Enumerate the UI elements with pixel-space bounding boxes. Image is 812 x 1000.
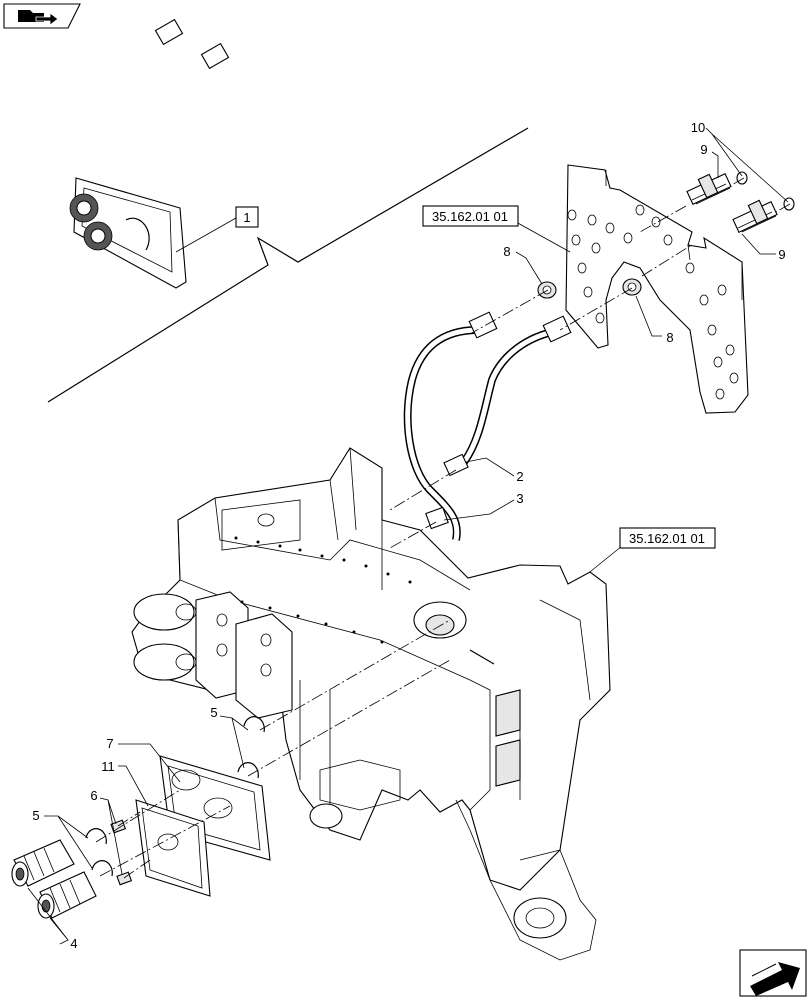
adapter-9-upper <box>686 173 732 205</box>
callout-7: 7 <box>106 736 113 751</box>
reference-box-lower-label: 35.162.01 01 <box>629 531 705 546</box>
callout-8-left: 8 <box>503 244 510 259</box>
callout-4: 4 <box>70 936 77 951</box>
inset-callout-label: 1 <box>243 210 250 225</box>
nut-8-right <box>622 278 642 296</box>
reference-box-lower[interactable]: 35.162.01 01 <box>569 527 716 589</box>
next-page-arrow-icon[interactable] <box>739 949 807 997</box>
inset-coupler-assembly <box>69 18 230 289</box>
circlip-5-lower-b <box>91 860 113 877</box>
callout-2: 2 <box>516 469 523 484</box>
quick-coupler-4-upper <box>11 839 75 887</box>
main-frame-housing <box>131 447 611 961</box>
callout-3: 3 <box>516 491 523 506</box>
reference-box-upper[interactable]: 35.162.01 01 <box>422 205 571 253</box>
circlip-5-upper-b <box>237 762 259 779</box>
callout-10: 10 <box>691 120 705 135</box>
circlip-5-lower-a <box>85 828 107 845</box>
o-ring-10-upper <box>736 171 748 185</box>
nut-8-left <box>537 281 557 299</box>
callout-leaders <box>27 127 789 945</box>
upper-bracket-plate <box>565 164 749 414</box>
callout-9-upper: 9 <box>700 142 707 157</box>
callout-9-lower: 9 <box>778 247 785 262</box>
callout-6: 6 <box>90 788 97 803</box>
adapter-9-lower <box>732 199 778 233</box>
reference-box-upper-label: 35.162.01 01 <box>432 209 508 224</box>
callout-5-upper: 5 <box>210 705 217 720</box>
gasket-11 <box>135 799 211 897</box>
inset-divider <box>47 127 529 403</box>
hose-assembly <box>403 311 572 541</box>
assembly-centerlines <box>95 177 791 879</box>
callout-5-lower: 5 <box>32 808 39 823</box>
callout-11: 11 <box>101 759 115 774</box>
quick-coupler-4-lower <box>37 871 97 919</box>
folder-arrow-icon[interactable] <box>3 3 81 29</box>
callout-8-right: 8 <box>666 330 673 345</box>
inset-callout-1: 1 <box>175 206 259 253</box>
